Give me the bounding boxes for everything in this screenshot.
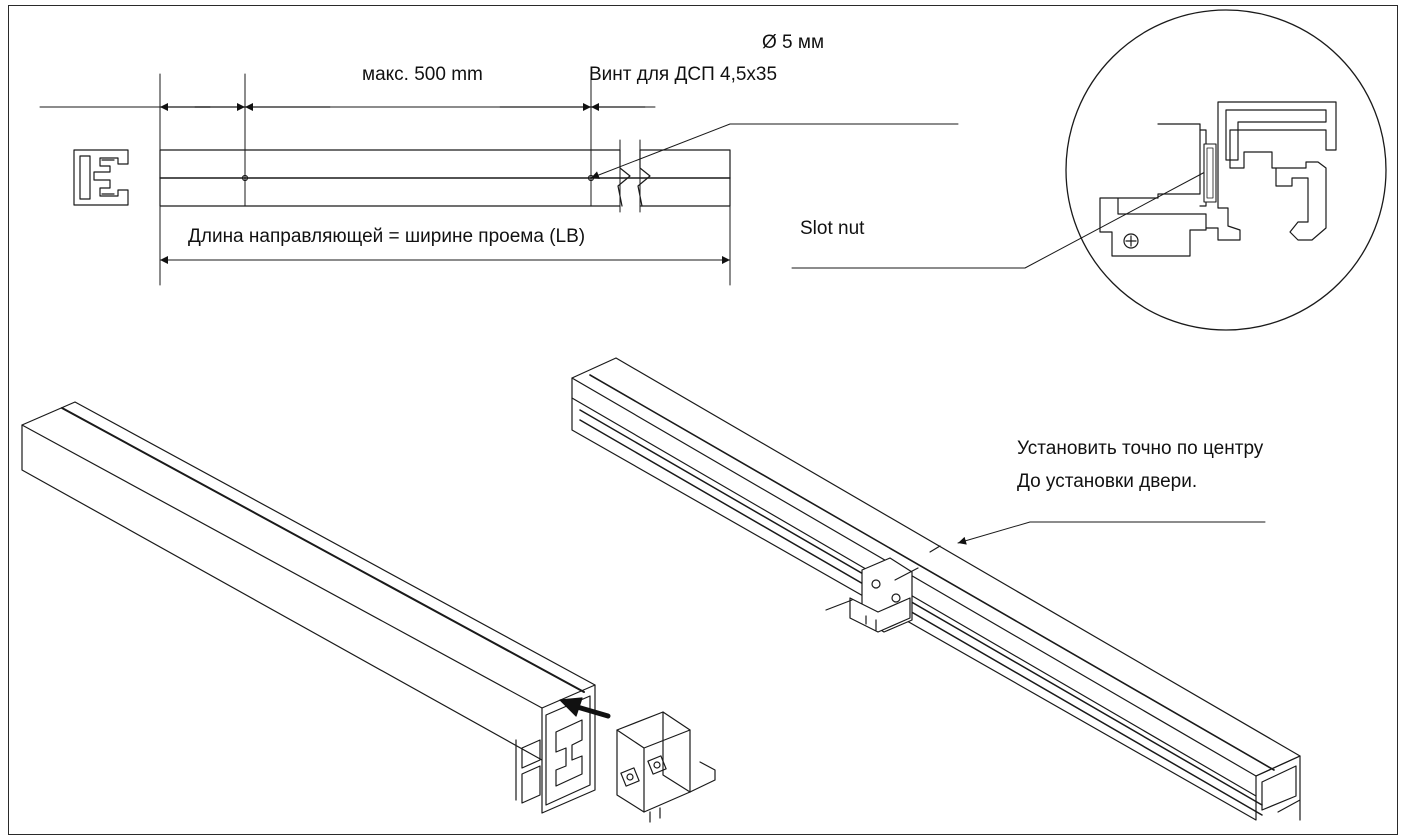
drawing-frame [8, 5, 1398, 835]
rail-length-label: Длина направляющей = ширине проема (LB) [188, 226, 586, 247]
rail-perspective-left [21, 401, 716, 823]
screw-label: Винт для ДСП 4,5x35 [589, 64, 778, 85]
hole-diameter-label: Ø 5 мм [762, 32, 825, 53]
center-instruction-line2: До установки двери. [1017, 471, 1198, 492]
profile-cross-section-small [73, 149, 129, 206]
rail-side-view [39, 73, 959, 286]
slot-nut-label: Slot nut [800, 218, 865, 239]
rail-perspective-right [571, 357, 1301, 821]
detail-circle [791, 9, 1387, 331]
center-instruction-line1: Установить точно по центру [1017, 438, 1264, 459]
max-spacing-label: макс. 500 mm [362, 64, 483, 85]
